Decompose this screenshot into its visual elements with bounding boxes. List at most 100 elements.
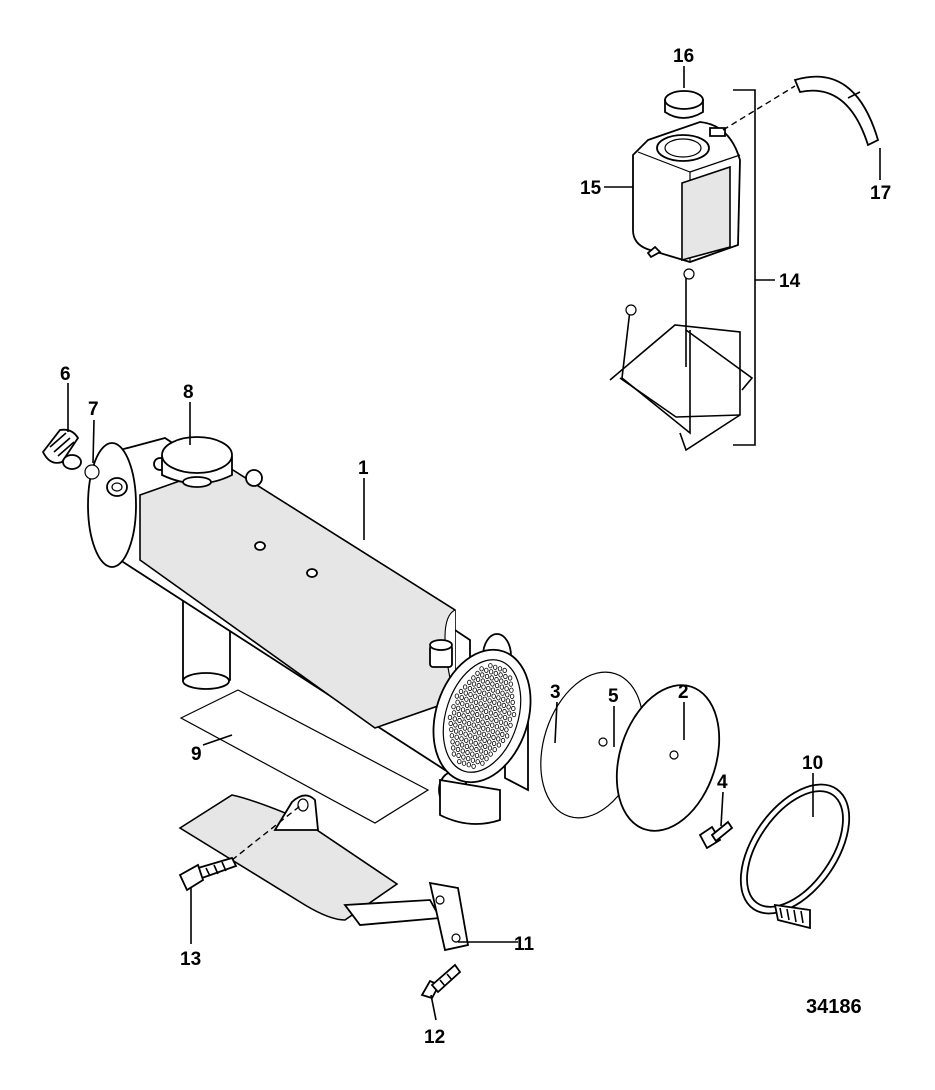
tube-hole — [477, 730, 482, 736]
tube-hole — [498, 719, 504, 725]
tube-hole — [469, 745, 474, 751]
gasket-sheet — [179, 689, 430, 824]
tube-hole — [450, 739, 455, 745]
callout-10: 10 — [802, 753, 823, 774]
tube-hole — [447, 714, 453, 721]
tube-hole — [491, 740, 497, 747]
tube-hole — [471, 675, 476, 681]
tube-hole — [467, 727, 472, 733]
tube-hole — [465, 749, 470, 756]
tube-hole — [477, 695, 483, 701]
callout-12: 12 — [424, 1027, 445, 1048]
tube-hole — [451, 710, 457, 716]
tube-hole — [507, 675, 513, 681]
tube-hole — [473, 699, 479, 705]
tube-hole — [478, 748, 484, 754]
tube-hole — [449, 733, 455, 739]
tube-hole — [495, 730, 500, 736]
tube-hole — [467, 685, 473, 692]
tube-hole — [509, 693, 515, 699]
tube-hole — [467, 679, 472, 686]
tube-hole — [475, 670, 480, 676]
callout-2: 2 — [678, 682, 689, 703]
tube-hole — [461, 713, 466, 719]
callout-11: 11 — [514, 934, 535, 955]
tube-hole — [480, 672, 485, 678]
callout-9: 9 — [191, 744, 202, 765]
tube-hole — [494, 682, 500, 689]
tube-hole — [493, 664, 498, 670]
tube-hole — [478, 742, 483, 748]
tube-hole — [455, 740, 460, 746]
tube-hole — [498, 713, 503, 719]
tube-hole — [499, 684, 505, 690]
tube-hole — [475, 759, 480, 765]
tube-hole — [477, 688, 482, 695]
tube-hole — [460, 707, 466, 713]
end-cap-screw — [698, 820, 734, 850]
tube-hole — [483, 702, 488, 708]
tube-hole — [456, 705, 461, 711]
tube-hole — [476, 682, 481, 689]
tube-hole — [482, 690, 487, 696]
tube-hole — [470, 757, 476, 763]
tube-hole — [461, 760, 467, 766]
tube-hole — [504, 727, 509, 733]
drain-plug — [41, 428, 82, 470]
tube-hole — [469, 698, 474, 704]
tube-hole — [470, 716, 476, 722]
tube-hole — [500, 690, 505, 696]
tube-hole — [458, 723, 463, 730]
tube-hole — [475, 717, 481, 724]
drain-plug-washer — [84, 464, 100, 480]
tube-hole — [464, 702, 470, 708]
tube-hole — [504, 686, 509, 692]
bracket-bolt — [178, 856, 238, 892]
tube-hole — [484, 756, 489, 762]
assembly-group-bracket — [733, 89, 775, 446]
callout-13: 13 — [180, 949, 201, 970]
tube-hole — [488, 704, 493, 710]
callout-15: 15 — [580, 178, 602, 199]
tube-hole — [481, 731, 487, 737]
tube-hole — [471, 681, 477, 687]
tube-hole — [464, 743, 470, 750]
tube-hole — [453, 728, 459, 734]
tube-hole — [508, 722, 513, 728]
tube-hole — [466, 762, 471, 768]
callout-5: 5 — [608, 686, 619, 707]
tube-hole — [453, 722, 458, 728]
tube-hole — [463, 690, 468, 696]
tube-hole — [466, 714, 471, 721]
tube-hole — [480, 719, 485, 725]
tube-hole — [505, 698, 511, 704]
tube-hole — [488, 751, 493, 757]
tube-hole — [481, 684, 486, 690]
mounting-bracket — [178, 794, 470, 952]
tube-hole — [483, 743, 488, 750]
tube-hole — [474, 705, 479, 712]
tube-hole — [459, 742, 465, 748]
bolt-alignment-line — [231, 805, 301, 861]
tube-hole — [462, 684, 468, 690]
tube-hole — [503, 673, 508, 680]
tube-hole — [459, 736, 464, 742]
reservoir-wire-bracket — [609, 268, 754, 452]
tube-hole — [462, 719, 467, 725]
tube-hole — [492, 746, 497, 753]
tube-hole — [487, 698, 492, 704]
tube-hole — [456, 752, 461, 759]
overflow-hose — [793, 75, 880, 147]
tube-hole — [491, 693, 496, 699]
tube-hole — [496, 701, 502, 707]
tube-hole — [483, 749, 489, 756]
tube-hole — [479, 754, 484, 760]
tube-hole — [502, 714, 508, 721]
tube-hole — [498, 672, 503, 678]
tube-hole — [469, 704, 474, 710]
tube-hole — [489, 675, 494, 681]
tube-hole — [496, 742, 502, 748]
tube-hole — [472, 728, 477, 734]
tube-hole — [475, 676, 481, 683]
